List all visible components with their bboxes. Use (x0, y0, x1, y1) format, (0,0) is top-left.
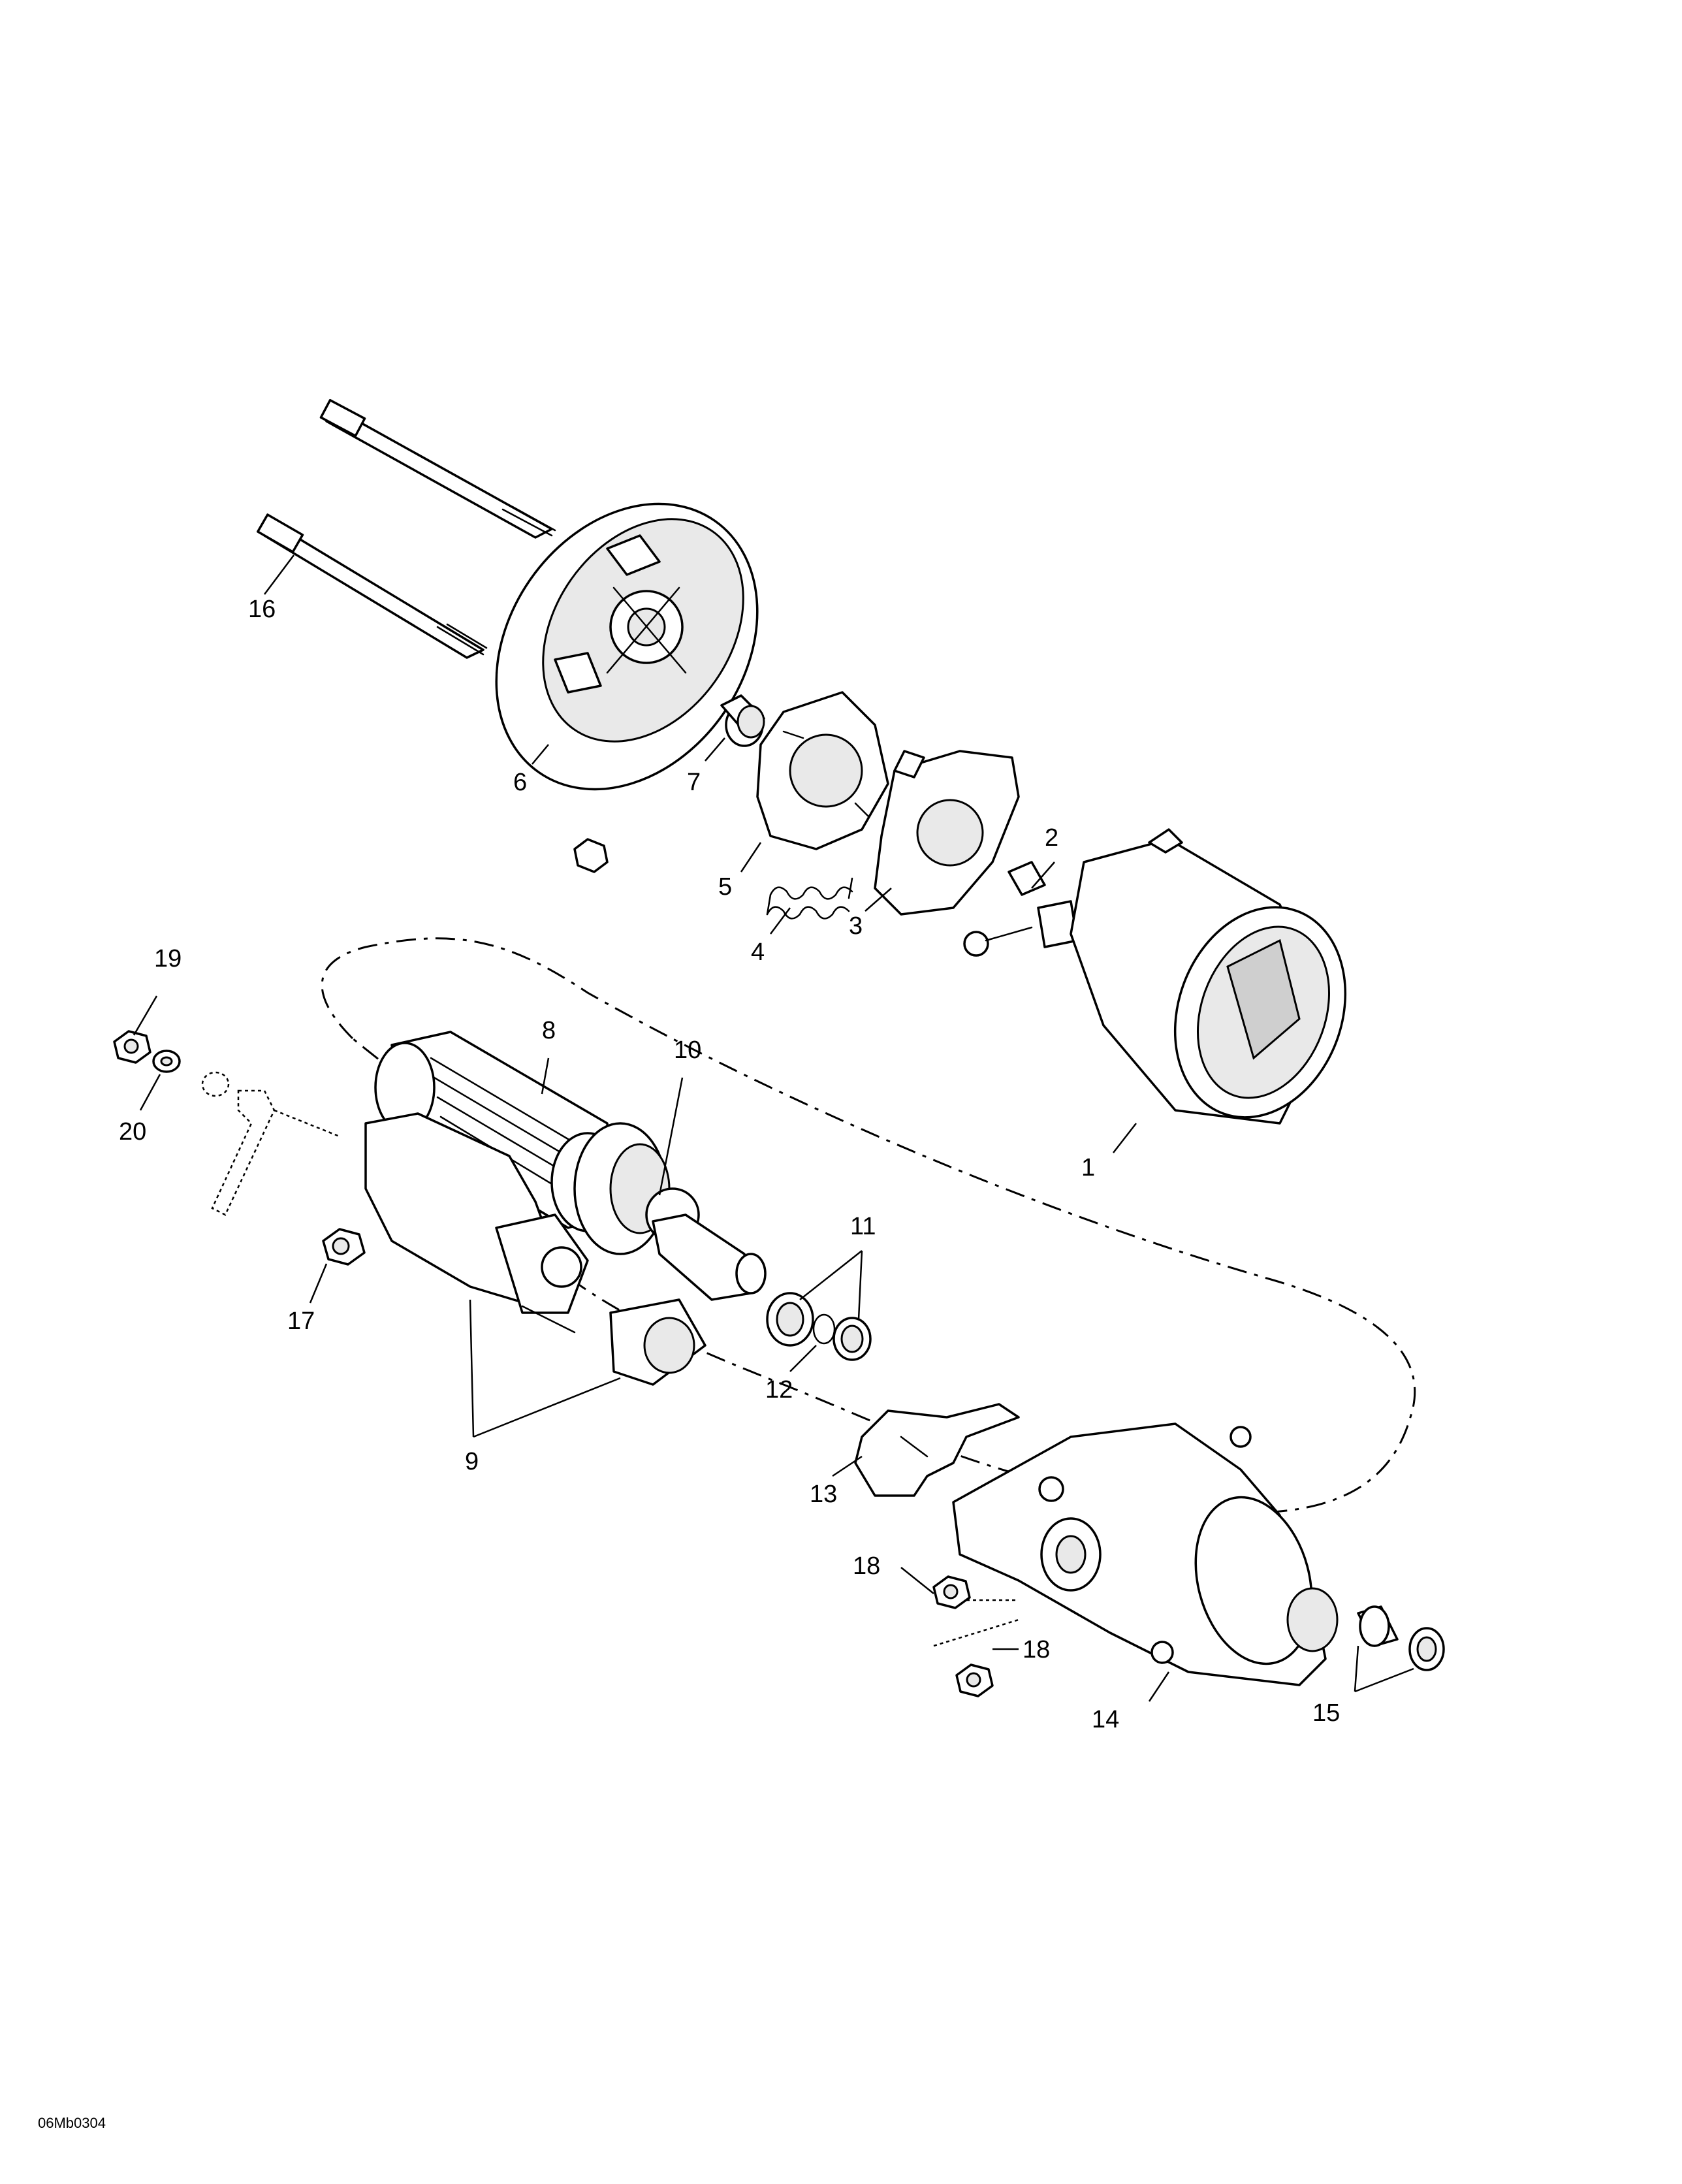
callout-5: 5 (718, 873, 732, 901)
part-10-clutch-pinion (573, 1122, 767, 1301)
part-13-shift-lever (854, 1403, 1020, 1497)
part-3-brush-holder (874, 750, 1020, 916)
callout-3: 3 (849, 912, 863, 940)
part-1-yoke (1070, 828, 1347, 1125)
callout-15: 15 (1312, 1699, 1340, 1727)
part-15-bushing (1357, 1605, 1445, 1671)
callout-8: 8 (542, 1017, 556, 1044)
part-2-brush (963, 861, 1079, 957)
assembly-loop (321, 937, 1416, 1514)
callout-7: 7 (687, 769, 701, 796)
callout-6: 6 (513, 769, 527, 796)
part-17-nut (322, 1228, 366, 1266)
part-9-solenoid (364, 1112, 706, 1386)
part-16-through-bolts (257, 398, 556, 659)
part-18-nuts (932, 1575, 1019, 1697)
callout-18-lower: 18 (1023, 1636, 1050, 1663)
part-6-end-cover (495, 502, 759, 873)
part-14-drive-housing (952, 1422, 1339, 1686)
callout-9: 9 (465, 1448, 479, 1475)
callout-12: 12 (765, 1376, 793, 1404)
callout-labels: 1 2 3 4 5 6 7 8 9 10 11 12 13 14 15 16 1… (119, 596, 1340, 1733)
callout-11: 11 (850, 1213, 876, 1240)
callout-2: 2 (1045, 824, 1058, 852)
callout-14: 14 (1092, 1706, 1119, 1733)
part-12-stop-ring (812, 1313, 836, 1345)
callout-10: 10 (674, 1036, 701, 1064)
leader-lines (133, 554, 1414, 1702)
callout-18-upper: 18 (853, 1552, 880, 1580)
part-11-retainer (766, 1292, 872, 1361)
callout-1: 1 (1081, 1154, 1095, 1181)
callout-20: 20 (119, 1118, 146, 1146)
drawing-code: 06Mb0304 (38, 2115, 106, 2131)
callout-16: 16 (248, 596, 276, 623)
callout-17: 17 (287, 1308, 315, 1335)
callout-19: 19 (154, 945, 182, 972)
part-5-brush-plate (756, 691, 889, 850)
part-7-bushing (720, 694, 765, 747)
part-19-20-nut-washer (113, 1030, 340, 1216)
part-4-spring (766, 877, 853, 920)
callout-13: 13 (810, 1481, 837, 1508)
callout-4: 4 (751, 939, 765, 966)
